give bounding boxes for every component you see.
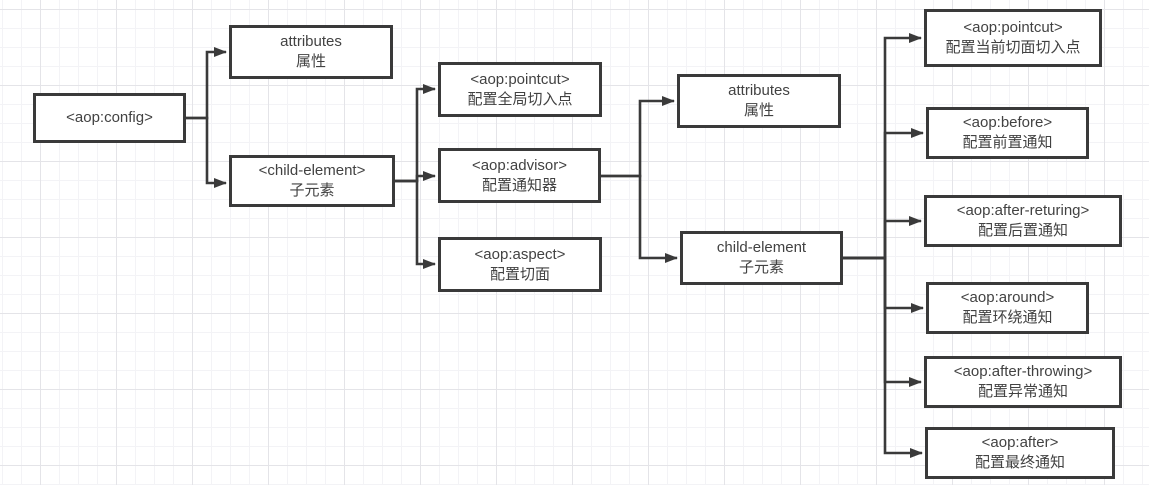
node-label: <child-element> [258,162,366,179]
node-label: <aop:aspect> [474,245,566,263]
connector-child2-before [843,128,924,260]
node-sublabel: 配置最终通知 [974,454,1065,471]
node-sublabel: 配置通知器 [481,176,557,194]
node-sublabel: 配置环绕通知 [962,309,1053,326]
node-sublabel: 配置前置通知 [962,134,1053,151]
node-child-element-1: <child-element> 子元素 [229,155,395,207]
node-aop-after: <aop:after> 配置最终通知 [925,427,1115,479]
node-label: <aop:after-throwing> [953,363,1093,380]
node-aop-config: <aop:config> [33,93,186,143]
node-sublabel: 子元素 [289,182,335,199]
node-sublabel: 配置当前切面切入点 [945,39,1081,56]
node-label: <aop:advisor> [471,156,568,174]
node-attributes-2: attributes 属性 [677,74,841,128]
node-label: <aop:after> [981,434,1059,451]
node-sublabel: 属性 [743,102,774,119]
node-label: attributes [728,82,790,99]
node-label: <aop:pointcut> [963,19,1063,36]
node-label: <aop:before> [962,114,1053,131]
node-sublabel: 配置异常通知 [977,383,1068,400]
node-label: <aop:around> [960,289,1055,306]
node-sublabel: 配置切面 [489,265,550,283]
node-label: <aop:after-returing> [956,202,1090,219]
node-aop-aspect: <aop:aspect> 配置切面 [438,237,602,292]
connector-child2-after-returing [843,216,922,260]
connector-child2-after-throwing [843,256,922,387]
node-attributes-1: attributes 属性 [229,25,393,79]
node-aop-pointcut-global: <aop:pointcut> 配置全局切入点 [438,62,602,117]
node-label: <aop:config> [66,109,153,126]
node-label: child-element [716,239,807,256]
node-sublabel: 配置后置通知 [977,222,1068,239]
node-aop-around: <aop:around> 配置环绕通知 [926,282,1089,334]
node-label: <aop:pointcut> [470,70,570,88]
node-child-element-2: child-element 子元素 [680,231,843,285]
node-label: attributes [280,33,342,50]
node-sublabel: 子元素 [738,259,784,276]
node-sublabel: 配置全局切入点 [467,90,573,108]
connector-child2-around [843,256,924,313]
connector-config-attributes [186,47,227,120]
connector-advisor-attributes [601,96,675,178]
connector-config-child-element [186,116,227,188]
node-aop-after-returing: <aop:after-returing> 配置后置通知 [924,195,1122,247]
node-sublabel: 属性 [295,53,326,70]
node-aop-before: <aop:before> 配置前置通知 [926,107,1089,159]
node-aop-advisor: <aop:advisor> 配置通知器 [438,148,601,203]
connector-advisor-child-element [601,174,678,263]
connector-child2-pointcut [843,33,922,260]
node-aop-after-throwing: <aop:after-throwing> 配置异常通知 [924,356,1122,408]
node-aop-pointcut-current: <aop:pointcut> 配置当前切面切入点 [924,9,1102,67]
connector-child-element-aspect [395,179,436,269]
connector-child-element-pointcut [395,84,436,183]
connector-child2-after [843,256,923,458]
